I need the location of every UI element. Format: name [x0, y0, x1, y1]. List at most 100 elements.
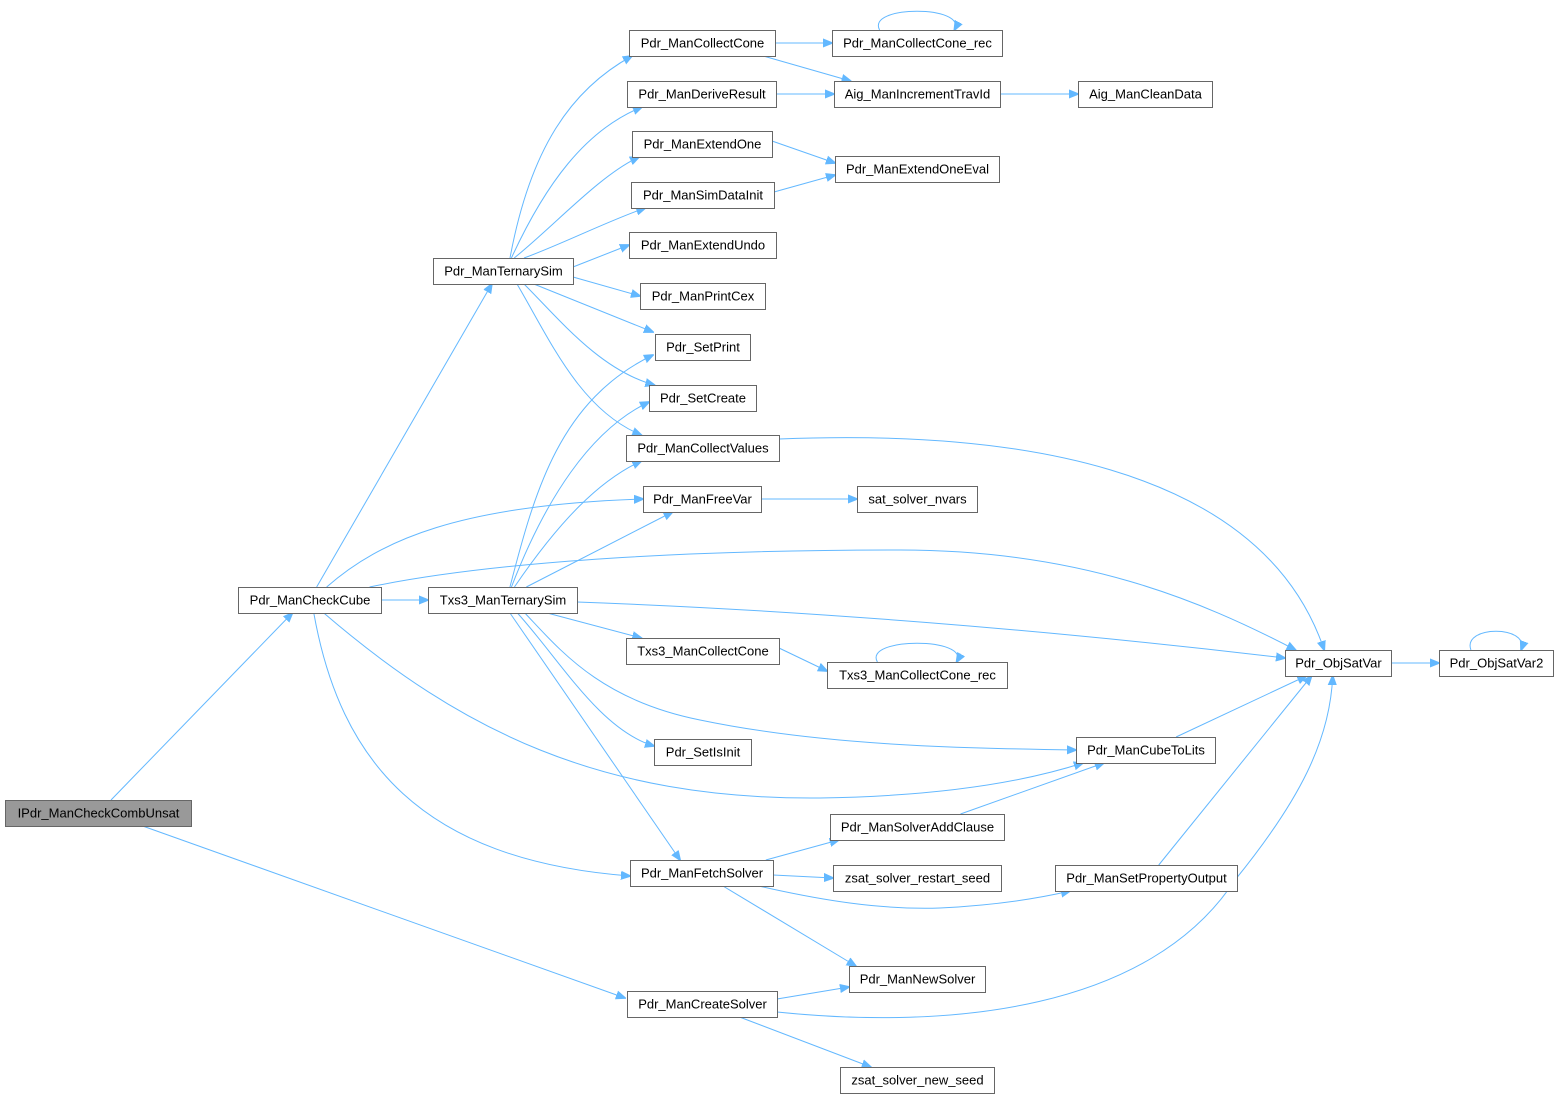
node-txs3cone[interactable]: Txs3_ManCollectCone: [626, 638, 780, 665]
edge: [763, 55, 850, 81]
edge: [142, 825, 625, 998]
node-label: Pdr_ManCollectValues: [637, 440, 769, 455]
node-aigclean[interactable]: Aig_ManCleanData: [1078, 81, 1213, 108]
node-objsatvar2[interactable]: Pdr_ObjSatVar2: [1439, 650, 1554, 677]
node-box: [830, 814, 1005, 841]
node-collectcone[interactable]: Pdr_ManCollectCone: [629, 30, 776, 57]
node-box: [626, 638, 780, 665]
node-createsolver[interactable]: Pdr_ManCreateSolver: [627, 991, 778, 1018]
edge-txs3sim-to-setcreate: [510, 402, 649, 588]
node-label: Pdr_ManDeriveResult: [638, 86, 766, 101]
node-cubetolits[interactable]: Pdr_ManCubeToLits: [1076, 737, 1216, 764]
node-box: [627, 81, 777, 108]
node-collectvalues[interactable]: Pdr_ManCollectValues: [626, 435, 780, 462]
edge: [524, 612, 1076, 750]
node-label: Pdr_ObjSatVar2: [1450, 655, 1544, 670]
edge: [547, 612, 641, 638]
edge: [875, 642, 958, 662]
node-nvars[interactable]: sat_solver_nvars: [857, 486, 978, 513]
node-newseed[interactable]: zsat_solver_new_seed: [840, 1067, 995, 1094]
edge-ternarysim-to-collectvalues: [516, 283, 641, 435]
edge: [572, 276, 640, 296]
node-label: Pdr_ManPrintCex: [652, 288, 755, 303]
node-freevar[interactable]: Pdr_ManFreeVar: [643, 486, 762, 513]
node-box: [849, 966, 986, 993]
node-label: Pdr_ManSolverAddClause: [841, 819, 994, 834]
edge-checkcube-to-freevar: [326, 499, 643, 588]
node-setprint[interactable]: Pdr_SetPrint: [655, 334, 751, 361]
edge: [722, 885, 856, 966]
node-label: IPdr_ManCheckCombUnsat: [18, 805, 180, 820]
node-extendoneeval[interactable]: Pdr_ManExtendOneEval: [835, 156, 1000, 183]
node-label: Pdr_ManCollectCone_rec: [843, 35, 992, 50]
edge: [510, 107, 642, 259]
node-box: [832, 30, 1003, 57]
node-printcex[interactable]: Pdr_ManPrintCex: [640, 283, 766, 310]
node-restartseed[interactable]: zsat_solver_restart_seed: [833, 865, 1002, 892]
node-checkcube[interactable]: Pdr_ManCheckCube: [238, 587, 382, 614]
node-extendone[interactable]: Pdr_ManExtendOne: [632, 131, 773, 158]
node-ternarysim[interactable]: Pdr_ManTernarySim: [433, 258, 574, 285]
node-setprop[interactable]: Pdr_ManSetPropertyOutput: [1055, 865, 1238, 892]
node-label: Pdr_ManNewSolver: [860, 971, 976, 986]
edge-checkcube-to-fetch: [313, 612, 630, 876]
edge: [516, 283, 641, 435]
node-label: Pdr_ManFetchSolver: [641, 865, 764, 880]
node-newsolver[interactable]: Pdr_ManNewSolver: [849, 966, 986, 993]
edges-layer: [110, 10, 1522, 1067]
node-fetch[interactable]: Pdr_ManFetchSolver: [630, 860, 774, 887]
edge: [776, 676, 1333, 1019]
node-aigtrav[interactable]: Aig_ManIncrementTravId: [834, 81, 1001, 108]
node-objsatvar[interactable]: Pdr_ObjSatVar: [1285, 650, 1392, 677]
edge-ternarysim-to-simdatainit: [523, 208, 645, 259]
node-txs3cone-rec[interactable]: Txs3_ManCollectCone_rec: [827, 662, 1008, 689]
edge: [771, 140, 835, 163]
node-box: [632, 131, 773, 158]
edge-cubetolits-to-objsatvar: [1175, 676, 1306, 738]
node-label: zsat_solver_restart_seed: [845, 870, 990, 885]
node-label: Pdr_ManExtendUndo: [641, 237, 765, 252]
node-box: [649, 385, 757, 412]
node-txs3sim[interactable]: Txs3_ManTernarySim: [428, 587, 578, 614]
node-box: [433, 258, 574, 285]
edge: [960, 763, 1104, 815]
edge: [369, 549, 1296, 650]
edge-txs3sim-to-freevar: [526, 512, 672, 588]
node-box: [643, 486, 762, 513]
edge: [758, 885, 1070, 909]
edge-txs3sim-to-cubetolits: [524, 612, 1076, 750]
edge-collectcone-to-aigtrav: [763, 55, 850, 81]
node-extendundo[interactable]: Pdr_ManExtendUndo: [629, 232, 777, 259]
node-derive[interactable]: Pdr_ManDeriveResult: [627, 81, 777, 108]
node-box: [629, 30, 776, 57]
edge-ternarysim-to-extendone: [513, 157, 639, 259]
edge: [510, 402, 649, 588]
edge-txs3cone-to-txs3cone-rec: [778, 647, 827, 671]
edge: [765, 840, 839, 861]
node-simdatainit[interactable]: Pdr_ManSimDataInit: [631, 182, 775, 209]
node-box: [428, 587, 578, 614]
node-setisinit[interactable]: Pdr_SetIsInit: [654, 739, 752, 766]
node-label: Aig_ManCleanData: [1089, 86, 1203, 101]
nodes-layer: IPdr_ManCheckCombUnsatPdr_ManCheckCubePd…: [5, 30, 1554, 1094]
node-root[interactable]: IPdr_ManCheckCombUnsat: [5, 800, 192, 827]
edge: [326, 499, 643, 588]
edge-root-to-checkcube: [110, 613, 292, 801]
node-label: Pdr_ManTernarySim: [444, 263, 563, 278]
node-box: [835, 156, 1000, 183]
node-addclause[interactable]: Pdr_ManSolverAddClause: [830, 814, 1005, 841]
node-box: [627, 991, 778, 1018]
node-collectcone-rec[interactable]: Pdr_ManCollectCone_rec: [832, 30, 1003, 57]
node-setcreate[interactable]: Pdr_SetCreate: [649, 385, 757, 412]
edge-checkcube-to-cubetolits: [323, 612, 1083, 799]
edge-extendone-to-extendoneeval: [771, 140, 835, 163]
edge: [877, 10, 955, 30]
edge-ternarysim-to-setprint: [533, 283, 653, 332]
edge: [323, 612, 1083, 799]
edge-txs3sim-to-setprint: [509, 355, 653, 588]
node-box: [857, 486, 978, 513]
edge-checkcube-to-objsatvar: [369, 549, 1296, 650]
node-box: [834, 81, 1001, 108]
node-box: [654, 739, 752, 766]
